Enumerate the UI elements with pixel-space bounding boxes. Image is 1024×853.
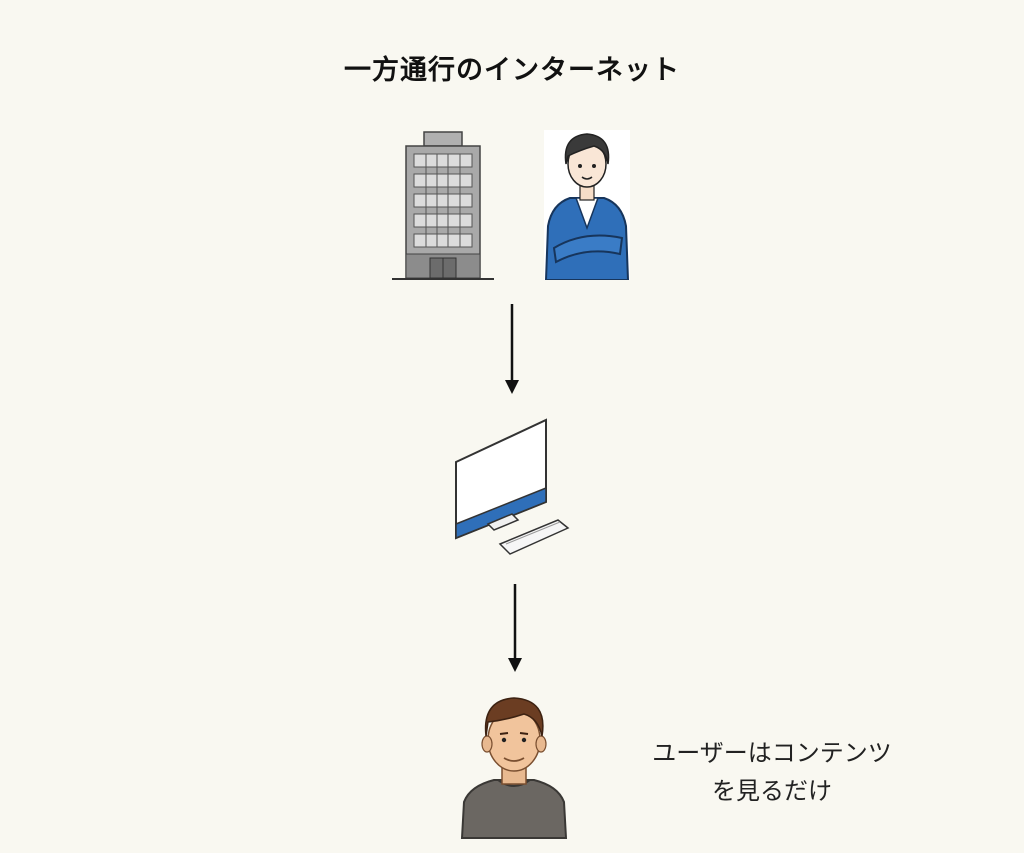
businessman-arms-crossed-icon [544, 130, 630, 280]
office-building-icon [392, 131, 494, 280]
caption-line-1: ユーザーはコンテンツ [652, 739, 892, 767]
desktop-computer-icon [455, 418, 570, 555]
user-avatar-icon [460, 697, 568, 839]
down-arrow-icon [505, 304, 519, 394]
down-arrow-icon [508, 584, 522, 672]
page-title: 一方通行のインターネット [344, 55, 680, 86]
user-caption: ユーザーはコンテンツ を見るだけ [612, 734, 932, 810]
caption-line-2: を見るだけ [712, 777, 832, 805]
